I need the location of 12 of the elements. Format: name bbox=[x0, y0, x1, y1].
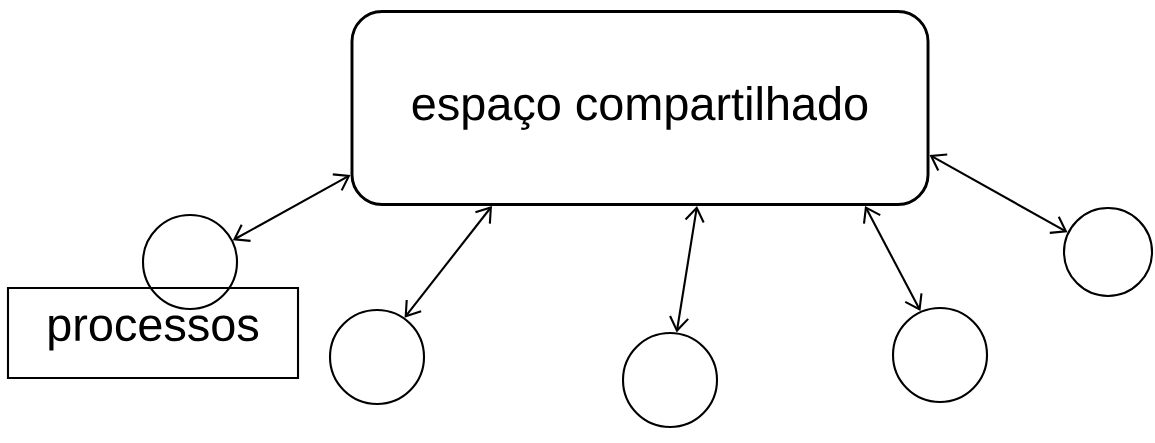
double-arrow bbox=[669, 205, 705, 333]
double-arrow bbox=[862, 205, 923, 312]
double-arrow bbox=[929, 153, 1068, 234]
double-arrow bbox=[404, 205, 492, 318]
circle bbox=[1062, 206, 1154, 298]
double-arrow bbox=[232, 173, 351, 242]
rounded-box: espaço compartilhado bbox=[350, 10, 930, 206]
circle bbox=[891, 306, 989, 404]
circle bbox=[328, 308, 426, 406]
text-box: processos bbox=[6, 286, 300, 380]
circle bbox=[621, 331, 719, 429]
circle bbox=[141, 213, 239, 311]
